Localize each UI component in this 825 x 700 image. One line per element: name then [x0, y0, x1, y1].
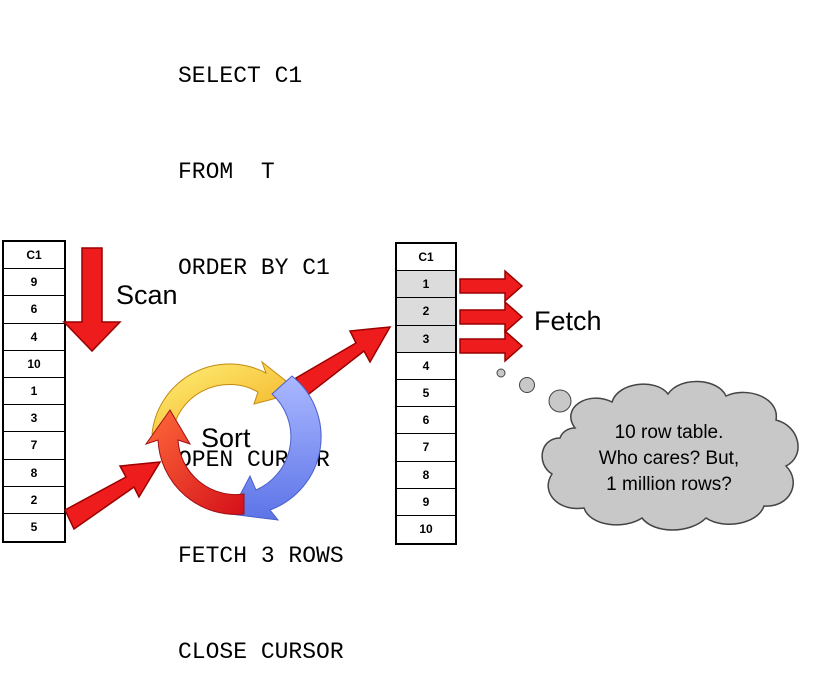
sql-line: CLOSE CURSOR — [178, 639, 344, 665]
sql-line: SELECT C1 — [178, 63, 303, 89]
table-row: 4 — [4, 324, 64, 351]
table-row: 10 — [419, 522, 433, 537]
cloud-line: 10 row table. — [614, 422, 724, 443]
cloud-line: 1 million rows? — [606, 474, 732, 495]
cloud-line: Who cares? But, — [598, 448, 740, 469]
table-row: 7 — [397, 434, 455, 462]
table-row: 10 — [4, 351, 64, 378]
scan-arrow-icon — [62, 247, 122, 353]
table-row: 8 — [397, 462, 455, 489]
table-row: 3 — [4, 405, 64, 433]
scan-label: Scan — [116, 280, 178, 310]
sql-line: ORDER BY C1 — [178, 255, 330, 281]
table-row: 1 — [4, 378, 64, 406]
table-row: 5 — [30, 520, 38, 535]
fetch-arrow-icon — [459, 269, 524, 303]
table-row: 6 — [397, 407, 455, 435]
table-row: 4 — [397, 353, 455, 380]
sql-line: FETCH 3 ROWS — [178, 543, 344, 569]
table-row: 2 — [4, 487, 64, 514]
to-sort-arrow-icon — [64, 461, 162, 531]
fetch-label: Fetch — [534, 306, 602, 336]
cloud-text: 10 row table. Who cares? But, 1 million … — [555, 420, 783, 498]
table-row: 5 — [397, 380, 455, 408]
table-row: 2 — [397, 298, 455, 326]
table-header: C1 — [4, 242, 64, 270]
table-row: 1 — [397, 271, 455, 299]
table-row: 7 — [4, 432, 64, 460]
thought-bubble-icon — [496, 368, 506, 378]
sort-label: Sort — [201, 423, 251, 453]
thought-cloud-icon — [541, 380, 799, 531]
table-row: 6 — [4, 296, 64, 324]
table-row: 8 — [4, 460, 64, 487]
table-row: 9 — [4, 269, 64, 297]
diagram-graphics — [62, 247, 799, 531]
thought-bubble-icon — [519, 377, 535, 393]
table-row: 3 — [397, 325, 455, 353]
table-header: C1 — [397, 244, 455, 272]
to-sorted-table-arrow-icon — [295, 326, 392, 399]
fetch-arrow-icon — [459, 329, 524, 363]
table-row: 9 — [397, 489, 455, 516]
fetch-arrow-icon — [459, 300, 524, 334]
thought-bubble-icon — [548, 389, 572, 413]
unsorted-table: C1 9 6 4 10 1 3 7 8 2 5 — [2, 240, 66, 544]
sorted-table: C1 1 2 3 4 5 6 7 8 9 10 — [395, 242, 457, 546]
sort-cycle-icon — [144, 360, 322, 521]
sql-line: FROM T — [178, 159, 275, 185]
